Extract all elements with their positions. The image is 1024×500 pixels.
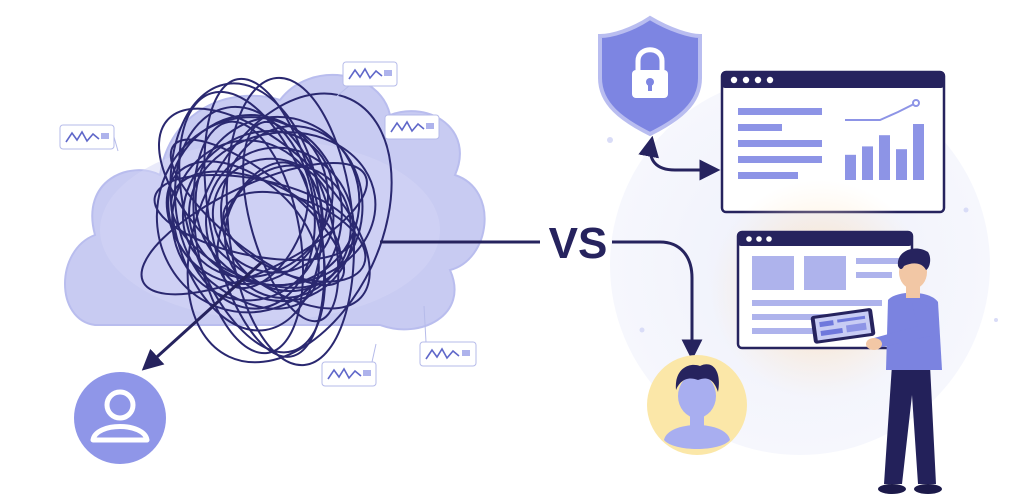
- tangled-lines: [140, 76, 393, 367]
- arrow-to-left-user: [141, 260, 264, 371]
- tangle-loop: [223, 164, 352, 299]
- shield-lock-icon: [598, 15, 702, 137]
- signal-wave-icon: [321, 343, 377, 387]
- tangle-loop: [203, 77, 326, 358]
- tangle-loop: [192, 120, 305, 355]
- dashboard-bar: [862, 146, 873, 180]
- vs-label: VS: [549, 219, 608, 268]
- arrow-to-right-user: [612, 240, 703, 361]
- tangle-loop: [178, 90, 327, 354]
- tangle-loop: [211, 157, 335, 274]
- dashboard-bar: [913, 124, 924, 180]
- dashboard-bar: [845, 154, 856, 180]
- tangled-cloud-group: [64, 74, 486, 367]
- tangle-loop: [170, 170, 342, 289]
- dashboard-bar: [879, 135, 890, 180]
- signal-wave-icon: [336, 61, 398, 97]
- tangle-loop: [188, 131, 377, 287]
- signal-wave-icon: [384, 114, 440, 140]
- tangle-loop: [158, 107, 371, 310]
- signal-tags: [59, 61, 477, 387]
- signal-wave-icon: [419, 305, 477, 367]
- sparkles: [607, 137, 998, 333]
- user-avatar-icon: [74, 372, 166, 464]
- tangle-loop: [186, 92, 393, 364]
- signal-wave-icon: [59, 124, 119, 152]
- arrow-shield-to-dashboard: [638, 135, 721, 181]
- dashboard-bar: [896, 149, 907, 180]
- tangle-loop: [205, 146, 355, 303]
- user-face-icon: [647, 355, 747, 455]
- dashboard-bars: [845, 124, 924, 180]
- analytics-dashboard-icon: [720, 70, 946, 214]
- tangle-loop: [220, 125, 364, 293]
- tangle-loop: [155, 116, 343, 314]
- person-with-tablet-icon: [810, 248, 942, 494]
